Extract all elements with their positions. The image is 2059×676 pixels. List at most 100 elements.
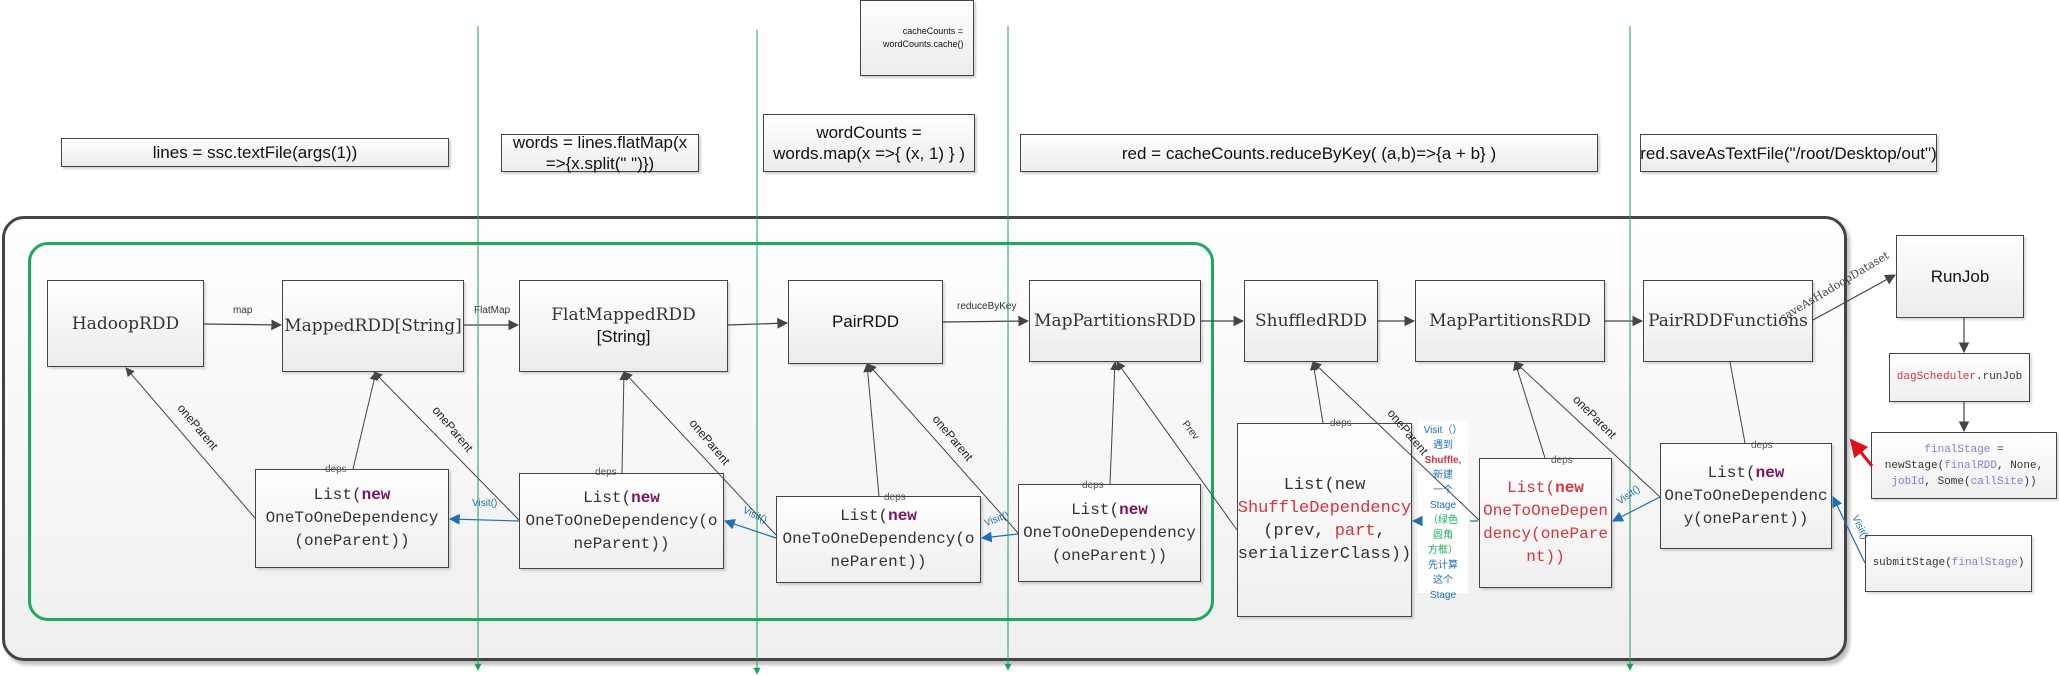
dep6-line2: OneToOneDepen <box>1483 502 1608 520</box>
submit-arg: finalStage <box>1951 557 2018 569</box>
dep4-new: new <box>1119 500 1148 519</box>
code-words: words = lines.flatMap(x =>{x.split(" ")}… <box>501 133 699 173</box>
dep2-list: List( <box>583 488 632 507</box>
note-l1: Visit（） <box>1423 425 1463 436</box>
dep2-line2: OneToOneDependency(o <box>525 511 718 530</box>
note-l2: 遇到 <box>1433 440 1453 451</box>
rdd-mappartitions-1-label: MapPartitionsRDD <box>1034 311 1196 331</box>
shuffle-line2: ShuffleDependency <box>1237 499 1412 518</box>
visit-label-1: Visit() <box>472 498 498 509</box>
deps-label-4: deps <box>1082 480 1104 491</box>
note-l3: Shuffle, <box>1424 455 1462 466</box>
oneparent-line-1 <box>125 367 256 519</box>
code-cache: cacheCounts = wordCounts.cache() <box>860 0 974 76</box>
rdd-mapped: MappedRDD[String] <box>282 280 464 372</box>
runjob-box: RunJob <box>1896 235 2024 318</box>
deps-line-3 <box>863 363 880 497</box>
deps-line-4 <box>1109 361 1120 485</box>
rdd-hadoop: HadoopRDD <box>47 280 204 367</box>
arrow-reducebykey <box>942 315 1030 327</box>
dep2-line3: neParent)) <box>573 534 670 553</box>
rdd-pairrddfunctions: PairRDDFunctions <box>1643 280 1813 362</box>
code-wordcounts-text: wordCounts = words.map(x =>{ (x, 1) } ) <box>773 123 965 163</box>
dep1-new: new <box>361 486 391 504</box>
ns-jobid: jobId <box>1891 475 1925 488</box>
dagscheduler-box: dagScheduler.runJob <box>1889 353 2030 402</box>
oneparent-line-4 <box>867 363 1019 534</box>
code-save-text: red.saveAsTextFile("/root/Desktop/out") <box>1640 143 1937 163</box>
code-words-text: words = lines.flatMap(x =>{x.split(" ")}… <box>512 133 688 173</box>
rdd-flatmapped-label2: [String] <box>596 327 651 346</box>
stage-boundary <box>28 242 1214 621</box>
rdd-flatmapped: FlatMappedRDD [String] <box>519 280 728 372</box>
arrow-saveashadoop <box>1812 274 1896 321</box>
dep6-list: List( <box>1507 479 1556 497</box>
code-red-text: red = cacheCounts.reduceByKey( (a,b)=>{a… <box>1121 143 1497 163</box>
dep-box-6: List(new OneToOneDepen dency(onePare nt)… <box>1479 458 1612 588</box>
rdd-flatmapped-label: FlatMappedRDD <box>551 305 696 325</box>
dep3-new: new <box>888 507 917 525</box>
rdd-mappartitions-2-label: MapPartitionsRDD <box>1429 311 1591 331</box>
dep3-line3: neParent)) <box>830 553 927 571</box>
note-l11: 这个 <box>1433 575 1453 586</box>
note-l9: 方框） <box>1428 545 1458 556</box>
deps-label-6: deps <box>1551 455 1573 466</box>
shuffle-line1: List(new <box>1283 476 1366 495</box>
dep-box-4: List(new OneToOneDependency (oneParent)) <box>1018 484 1201 582</box>
oneparent-line-3 <box>623 371 777 536</box>
dep-box-3: List(new OneToOneDependency(o neParent)) <box>776 496 981 583</box>
rdd-mappartitions-2: MapPartitionsRDD <box>1415 280 1605 362</box>
fs-var: finalStage <box>1924 443 1991 456</box>
ns-none: , None, <box>1997 459 2044 472</box>
dag-call: .runJob <box>1976 371 2023 383</box>
deps-line-2 <box>619 371 629 474</box>
shuffle-line4: serializerClass)) <box>1237 545 1412 564</box>
dep7-line3: y(oneParent)) <box>1683 509 1809 528</box>
rdd-hadoop-label: HadoopRDD <box>71 313 180 334</box>
edge-label-flatmap: FlatMap <box>474 305 511 316</box>
note-l5: 一个 <box>1433 485 1453 496</box>
note-l10: 先计算 <box>1428 560 1458 571</box>
edge-label-map: map <box>233 305 253 316</box>
ns-end: )) <box>2023 475 2037 488</box>
shuffle-comma: , <box>1375 522 1386 541</box>
ns-callsite: callSite <box>1970 475 2024 488</box>
newstage-box: finalStage = newStage(finalRDD, None, jo… <box>1871 432 2057 499</box>
dep-box-7: List(new OneToOneDependenc y(oneParent)) <box>1660 443 1832 549</box>
code-wordcounts: wordCounts = words.map(x =>{ (x, 1) } ) <box>763 114 975 172</box>
note-l6: Stage <box>1429 500 1457 511</box>
code-lines-text: lines = ssc.textFile(args(1)) <box>152 143 358 162</box>
note-l4: 新建 <box>1433 470 1453 481</box>
arrow-newstage-red <box>1849 438 1874 467</box>
submit-end: ) <box>2017 557 2025 569</box>
deps-line-5 <box>1309 361 1324 424</box>
dep7-new: new <box>1755 463 1785 482</box>
dep1-line3: (oneParent)) <box>294 532 410 550</box>
code-cache-text: cacheCounts = wordCounts.cache() <box>883 26 964 49</box>
dep4-list: List( <box>1071 500 1120 519</box>
runjob-label: RunJob <box>1930 266 1990 286</box>
dep-box-shuffle: List(new ShuffleDependency (prev, part, … <box>1237 423 1412 617</box>
arrow-map <box>203 319 283 331</box>
dep1-list: List( <box>313 486 362 504</box>
ns-call: newStage( <box>1884 459 1945 472</box>
visit-arrow-2 <box>723 518 777 539</box>
deps-label-7: deps <box>1751 440 1773 451</box>
dep-box-1: List(new OneToOneDependency (oneParent)) <box>255 469 449 568</box>
dep-box-2: List(new OneToOneDependency(o neParent)) <box>519 473 724 569</box>
note-l12: Stage <box>1429 590 1457 601</box>
dep7-list: List( <box>1707 463 1756 482</box>
submitstage-box: submitStage(finalStage) <box>1865 535 2032 592</box>
ns-rdd: finalRDD <box>1944 459 1997 472</box>
shuffle-part: part <box>1334 522 1376 541</box>
edge-label-reducebykey: reduceByKey <box>957 301 1017 312</box>
oneparent-line-2 <box>373 371 520 521</box>
deps-line-6 <box>1513 361 1546 459</box>
fs-eq: = <box>1990 443 2004 456</box>
dep3-line2: OneToOneDependency(o <box>782 530 975 548</box>
rdd-mappartitions-1: MapPartitionsRDD <box>1029 280 1201 362</box>
visit-arrow-1 <box>448 513 520 525</box>
dep3-list: List( <box>840 507 889 525</box>
dep6-new: new <box>1555 479 1584 497</box>
